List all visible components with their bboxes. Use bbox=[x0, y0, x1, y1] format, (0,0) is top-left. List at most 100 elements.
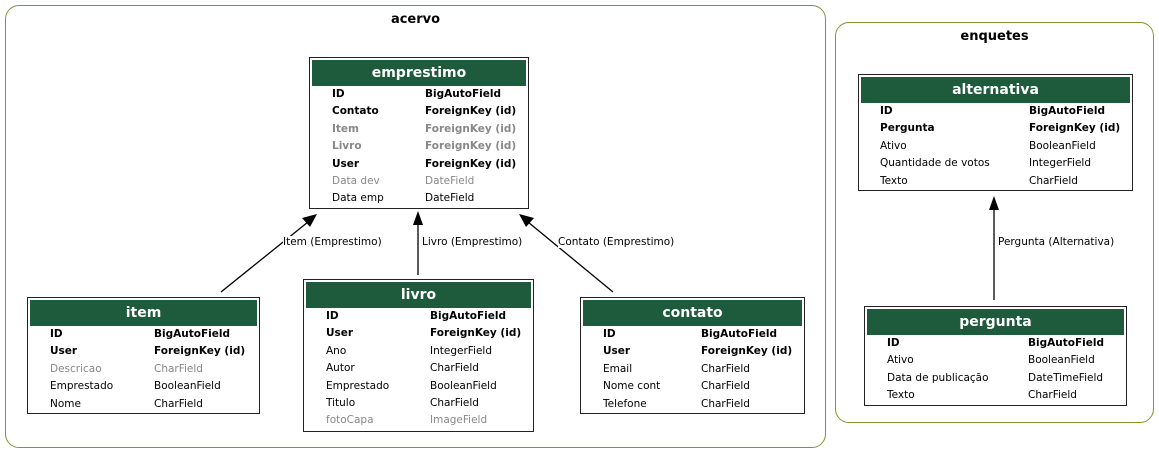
field-row: ID BigAutoField bbox=[865, 335, 1126, 352]
field-name: Texto bbox=[880, 174, 908, 187]
field-type: ForeignKey (id) bbox=[430, 327, 522, 340]
field-type: CharField bbox=[701, 397, 750, 410]
field-row: Nome cont CharField bbox=[581, 378, 804, 395]
field-name: Item bbox=[332, 122, 359, 135]
field-name: Descricao bbox=[50, 362, 102, 375]
field-name: Ativo bbox=[880, 139, 907, 152]
field-type: CharField bbox=[430, 362, 479, 375]
field-type: ForeignKey (id) bbox=[425, 140, 517, 153]
field-row: User ForeignKey (id) bbox=[28, 343, 259, 360]
edge-label-item: Item (Emprestimo) bbox=[283, 236, 382, 248]
entity-title-pergunta: pergunta bbox=[867, 309, 1124, 335]
field-type: DateTimeField bbox=[1028, 371, 1104, 384]
entity-title-emprestimo: emprestimo bbox=[312, 60, 526, 86]
field-row: Item ForeignKey (id) bbox=[310, 121, 528, 138]
field-type: CharField bbox=[154, 362, 203, 375]
cluster-acervo: acervo bbox=[5, 5, 826, 448]
field-name: ID bbox=[326, 310, 339, 322]
field-name: User bbox=[50, 345, 78, 358]
field-type: BigAutoField bbox=[430, 310, 506, 322]
field-name: Telefone bbox=[603, 397, 647, 410]
entity-title-item: item bbox=[30, 300, 257, 326]
field-type: CharField bbox=[430, 396, 479, 409]
field-row: Descricao CharField bbox=[28, 361, 259, 378]
field-type: IntegerField bbox=[430, 344, 493, 357]
field-name: Quantidade de votos bbox=[880, 157, 990, 170]
cluster-title-enquetes: enquetes bbox=[960, 29, 1029, 44]
field-name: Emprestado bbox=[50, 380, 114, 393]
field-name: Data dev bbox=[332, 174, 380, 187]
field-type: BooleanField bbox=[1029, 139, 1096, 152]
field-row: Autor CharField bbox=[304, 360, 533, 377]
entity-title-alternativa: alternativa bbox=[861, 77, 1130, 103]
field-name: Ativo bbox=[887, 354, 914, 367]
field-name: Pergunta bbox=[880, 122, 935, 135]
field-name: Nome cont bbox=[603, 380, 661, 393]
field-type: BigAutoField bbox=[701, 328, 777, 340]
field-row: Data dev DateField bbox=[310, 173, 528, 190]
field-name: Titulo bbox=[326, 396, 356, 409]
field-type: BigAutoField bbox=[425, 88, 501, 100]
field-name: Texto bbox=[887, 389, 915, 402]
field-row: User ForeignKey (id) bbox=[304, 325, 533, 342]
field-type: ImageField bbox=[430, 414, 488, 427]
field-type: ForeignKey (id) bbox=[425, 122, 517, 135]
field-row: Telefone CharField bbox=[581, 396, 804, 413]
field-name: ID bbox=[887, 337, 900, 349]
edge-label-pergunta: Pergunta (Alternativa) bbox=[998, 236, 1115, 248]
field-name: Autor bbox=[326, 362, 355, 375]
field-type: BigAutoField bbox=[1028, 337, 1104, 349]
field-type: BigAutoField bbox=[1029, 105, 1105, 117]
field-type: ForeignKey (id) bbox=[701, 345, 793, 358]
field-type: DateField bbox=[425, 192, 475, 205]
field-name: Ano bbox=[326, 344, 347, 357]
field-type: BooleanField bbox=[430, 379, 497, 392]
edge-item-emprestimo bbox=[220, 214, 317, 293]
field-type: DateField bbox=[425, 174, 475, 187]
field-name: Contato bbox=[332, 105, 379, 118]
field-row: Ano IntegerField bbox=[304, 343, 533, 360]
field-name: ID bbox=[50, 328, 63, 340]
field-type: CharField bbox=[1028, 389, 1077, 402]
field-type: ForeignKey (id) bbox=[154, 345, 246, 358]
field-type: CharField bbox=[701, 380, 750, 393]
edge-contato-emprestimo bbox=[519, 214, 614, 293]
cluster-enquetes: enquetes bbox=[835, 22, 1154, 423]
field-row: ID BigAutoField bbox=[859, 103, 1132, 120]
field-type: CharField bbox=[1029, 174, 1078, 187]
field-name: User bbox=[326, 327, 354, 340]
field-name: Livro bbox=[332, 140, 362, 153]
field-row: Livro ForeignKey (id) bbox=[310, 138, 528, 155]
field-name: ID bbox=[880, 105, 893, 117]
edge-livro-emprestimo bbox=[413, 211, 423, 275]
edge-pergunta-alternativa bbox=[989, 196, 999, 300]
field-type: ForeignKey (id) bbox=[425, 157, 517, 170]
field-type: IntegerField bbox=[1029, 157, 1092, 170]
field-row: Texto CharField bbox=[865, 387, 1126, 404]
field-row: Titulo CharField bbox=[304, 395, 533, 412]
field-row: ID BigAutoField bbox=[304, 308, 533, 325]
field-row: Ativo BooleanField bbox=[859, 138, 1132, 155]
